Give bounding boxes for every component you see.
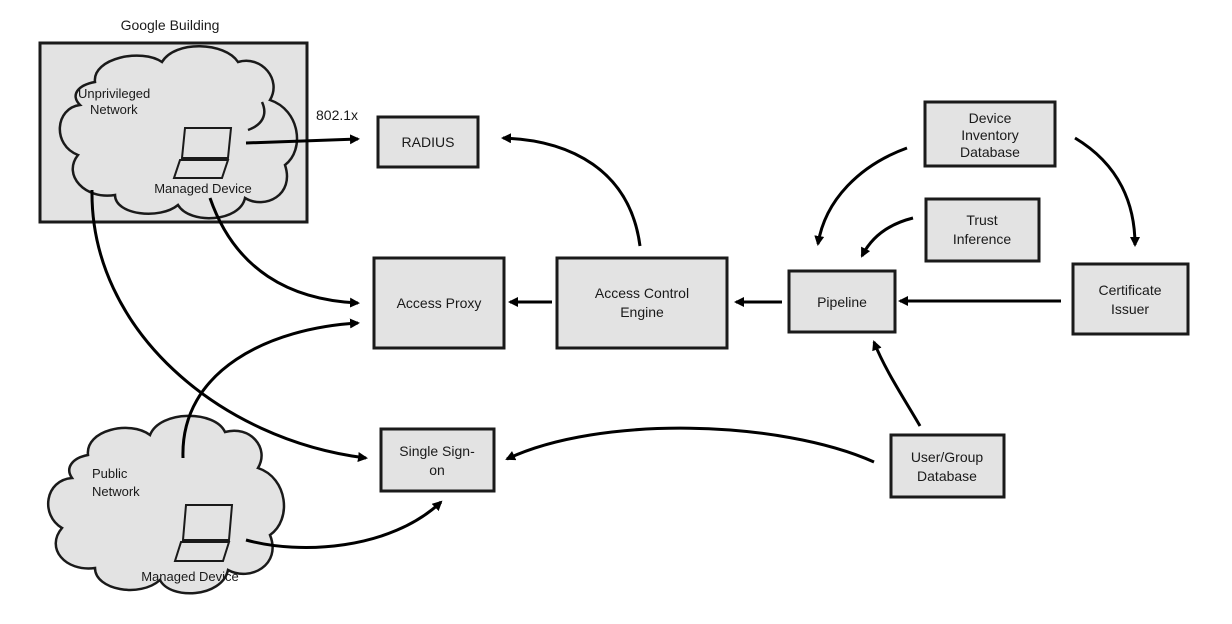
certificate-issuer-label-2: Issuer [1111,301,1149,317]
managed-device-label-public: Managed Device [141,569,239,584]
user-group-db-label: User/Group [911,449,984,465]
pipeline-node [787,269,897,334]
arrow-public-to-sso [245,500,443,549]
arrow-inventory-to-pipeline [814,146,908,246]
access-control-engine-label: Access Control [595,285,689,301]
arrow-trust-to-pipeline [860,216,914,258]
access-proxy-node [372,256,506,350]
user-group-db-node [889,433,1006,499]
laptop-icon [172,127,233,179]
public-network-label: Public [92,466,128,481]
radius-label: RADIUS [402,134,455,150]
dot1x-label: 802.1x [316,107,358,123]
arrow-inventory-to-issuer [1074,136,1140,247]
building-title: Google Building [121,17,220,33]
trust-inference-node [924,197,1041,263]
device-inventory-label-2: Inventory [961,127,1019,143]
arrow-laptop-to-radius [245,134,360,145]
single-sign-on-node [379,427,496,493]
access-proxy-label: Access Proxy [397,295,482,311]
managed-device-label: Managed Device [154,181,252,196]
arrow-laptop-to-sso [90,189,368,462]
trust-inference-label: Trust [966,212,997,228]
certificate-issuer-label: Certificate [1098,282,1161,298]
arrow-usergroup-to-pipeline [872,340,922,427]
device-inventory-label: Device [969,110,1012,126]
access-control-engine-label-2: Engine [620,304,664,320]
unprivileged-network-label: Unprivileged [78,86,150,101]
laptop-icon-public [173,504,234,562]
device-inventory-label-3: Database [960,144,1020,160]
arrow-public-to-proxy [181,318,360,459]
certificate-issuer-node [1071,262,1190,336]
arrow-usergroup-to-sso [505,426,875,464]
cloud-inner-curve [247,101,266,132]
public-network-cloud [46,414,286,595]
pipeline-label: Pipeline [817,294,867,310]
single-sign-on-label: Single Sign- [399,443,475,459]
single-sign-on-label-2: on [429,462,445,478]
unprivileged-network-label-2: Network [90,102,138,117]
access-control-engine-node [555,256,729,350]
arrow-engine-to-radius [501,133,642,247]
public-network-label-2: Network [92,484,140,499]
trust-inference-label-2: Inference [953,231,1012,247]
arrow-laptop-to-proxy [208,197,360,308]
user-group-db-label-2: Database [917,468,977,484]
device-inventory-node [923,100,1057,168]
radius-node [376,115,480,169]
unprivileged-network-cloud [58,45,299,220]
